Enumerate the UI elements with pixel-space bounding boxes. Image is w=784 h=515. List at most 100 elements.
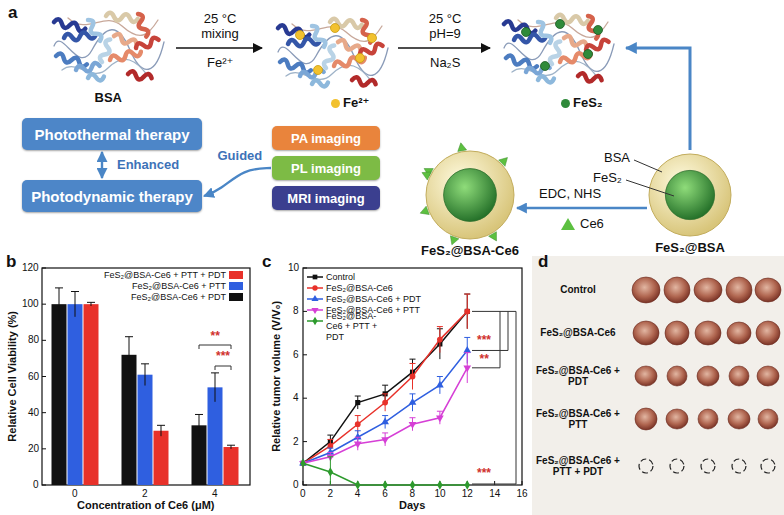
legend-swatch bbox=[229, 282, 243, 290]
tick-mark bbox=[303, 485, 307, 486]
legend-swatch bbox=[561, 99, 570, 108]
box-label: Photothermal therapy bbox=[34, 126, 189, 143]
error-cap bbox=[327, 452, 333, 453]
data-marker bbox=[328, 467, 333, 476]
error-cap bbox=[327, 435, 333, 436]
therapy-box: Photothermal therapy bbox=[22, 118, 202, 150]
bar bbox=[52, 304, 67, 485]
bar bbox=[68, 304, 83, 485]
tick-label: 0 bbox=[72, 488, 78, 500]
error-cap bbox=[410, 359, 416, 360]
legend-swatch bbox=[229, 293, 243, 301]
legend-label: FeS₂@BSA-Ce6 + PDT bbox=[326, 294, 421, 304]
data-line bbox=[303, 350, 467, 463]
particle-shell bbox=[649, 154, 731, 236]
tick-label: 10 bbox=[434, 488, 445, 500]
data-marker bbox=[355, 400, 360, 405]
tick-label: 0 bbox=[293, 479, 299, 491]
error-cap bbox=[437, 411, 443, 412]
particle-shell bbox=[426, 151, 514, 239]
ce6-triangle bbox=[420, 206, 429, 214]
tick-label: 4 bbox=[212, 488, 218, 500]
panel-letter: c bbox=[262, 252, 271, 272]
data-marker bbox=[409, 398, 417, 405]
tick-label: 2 bbox=[327, 488, 333, 500]
part-label: BSA bbox=[604, 151, 630, 166]
tick-label: 0 bbox=[33, 479, 39, 491]
bsa-fes2-protein bbox=[503, 15, 614, 84]
data-line bbox=[303, 311, 467, 463]
box-label: MRI imaging bbox=[287, 191, 364, 206]
tick-mark bbox=[303, 311, 307, 312]
tick-label: 20 bbox=[28, 443, 39, 455]
tick-label: 40 bbox=[28, 407, 39, 419]
tick-mark bbox=[42, 448, 46, 449]
connector-arrow bbox=[101, 152, 103, 178]
row-label: FeS₂@BSA-Ce6 bbox=[529, 327, 627, 339]
tick-mark bbox=[303, 268, 307, 269]
bsa-fe-protein bbox=[277, 19, 388, 88]
tick-label: 0 bbox=[300, 488, 306, 500]
tick-mark bbox=[522, 481, 523, 485]
tick-mark bbox=[303, 481, 304, 485]
tick-mark bbox=[303, 354, 307, 355]
data-marker bbox=[436, 381, 444, 388]
tick-mark bbox=[303, 398, 307, 399]
data-marker bbox=[463, 346, 471, 353]
error-cap bbox=[410, 393, 416, 394]
error-cap bbox=[211, 372, 219, 373]
error-bar bbox=[215, 373, 216, 402]
error-bar bbox=[231, 445, 232, 449]
tick-label: 6 bbox=[293, 349, 299, 361]
error-bar bbox=[129, 337, 130, 373]
ce6-triangle bbox=[422, 172, 431, 180]
legend-sample-marker bbox=[312, 285, 317, 290]
particle-label: FeS₂@BSA-Ce6 bbox=[421, 243, 519, 258]
significance-mark: ** bbox=[211, 330, 220, 344]
legend-swatch bbox=[331, 99, 340, 108]
legend-label: FeS₂@BSA-Ce6 + PTT + PDT bbox=[326, 311, 392, 342]
error-cap bbox=[464, 352, 470, 353]
bar bbox=[224, 447, 239, 485]
panel-letter: d bbox=[538, 252, 548, 272]
error-cap bbox=[55, 287, 63, 288]
panel-letter: a bbox=[8, 3, 17, 23]
legend-label: FeS₂@BSA-Ce6 bbox=[326, 283, 393, 293]
data-marker bbox=[436, 415, 444, 422]
reagent-label: Na₂S bbox=[430, 56, 460, 71]
axis-title: Days bbox=[399, 499, 425, 512]
error-bar bbox=[75, 292, 76, 317]
box-label: PA imaging bbox=[291, 131, 361, 146]
tick-mark bbox=[42, 304, 46, 305]
significance-bracket bbox=[472, 311, 500, 367]
tick-label: 12 bbox=[462, 488, 473, 500]
tick-label: 6 bbox=[382, 488, 388, 500]
bar bbox=[154, 431, 169, 485]
error-cap bbox=[157, 425, 165, 426]
error-bar bbox=[199, 414, 200, 436]
tick-label: 60 bbox=[28, 371, 39, 383]
legend-label: Control bbox=[326, 272, 355, 282]
tick-label: 4 bbox=[293, 392, 299, 404]
error-cap bbox=[125, 336, 133, 337]
tick-label: 10 bbox=[288, 262, 299, 274]
legend-sample-marker bbox=[312, 317, 317, 326]
error-bar bbox=[91, 302, 92, 306]
connector-arrow bbox=[517, 207, 647, 209]
ce6-triangle bbox=[561, 218, 575, 230]
bar bbox=[122, 355, 137, 485]
error-cap bbox=[464, 337, 470, 338]
error-cap bbox=[87, 302, 95, 303]
assembly-arrow bbox=[626, 48, 690, 150]
tick-mark bbox=[42, 268, 46, 269]
data-marker bbox=[381, 418, 389, 425]
reaction-arrow bbox=[176, 47, 262, 49]
significance-mark: ** bbox=[480, 353, 489, 367]
reagent-label: Fe²⁺ bbox=[207, 56, 233, 71]
bar bbox=[208, 387, 223, 485]
imaging-box: PL imaging bbox=[272, 156, 380, 180]
tick-mark bbox=[42, 376, 46, 377]
legend-label: FeS₂@BSA-Ce6 + PDT bbox=[131, 292, 226, 302]
